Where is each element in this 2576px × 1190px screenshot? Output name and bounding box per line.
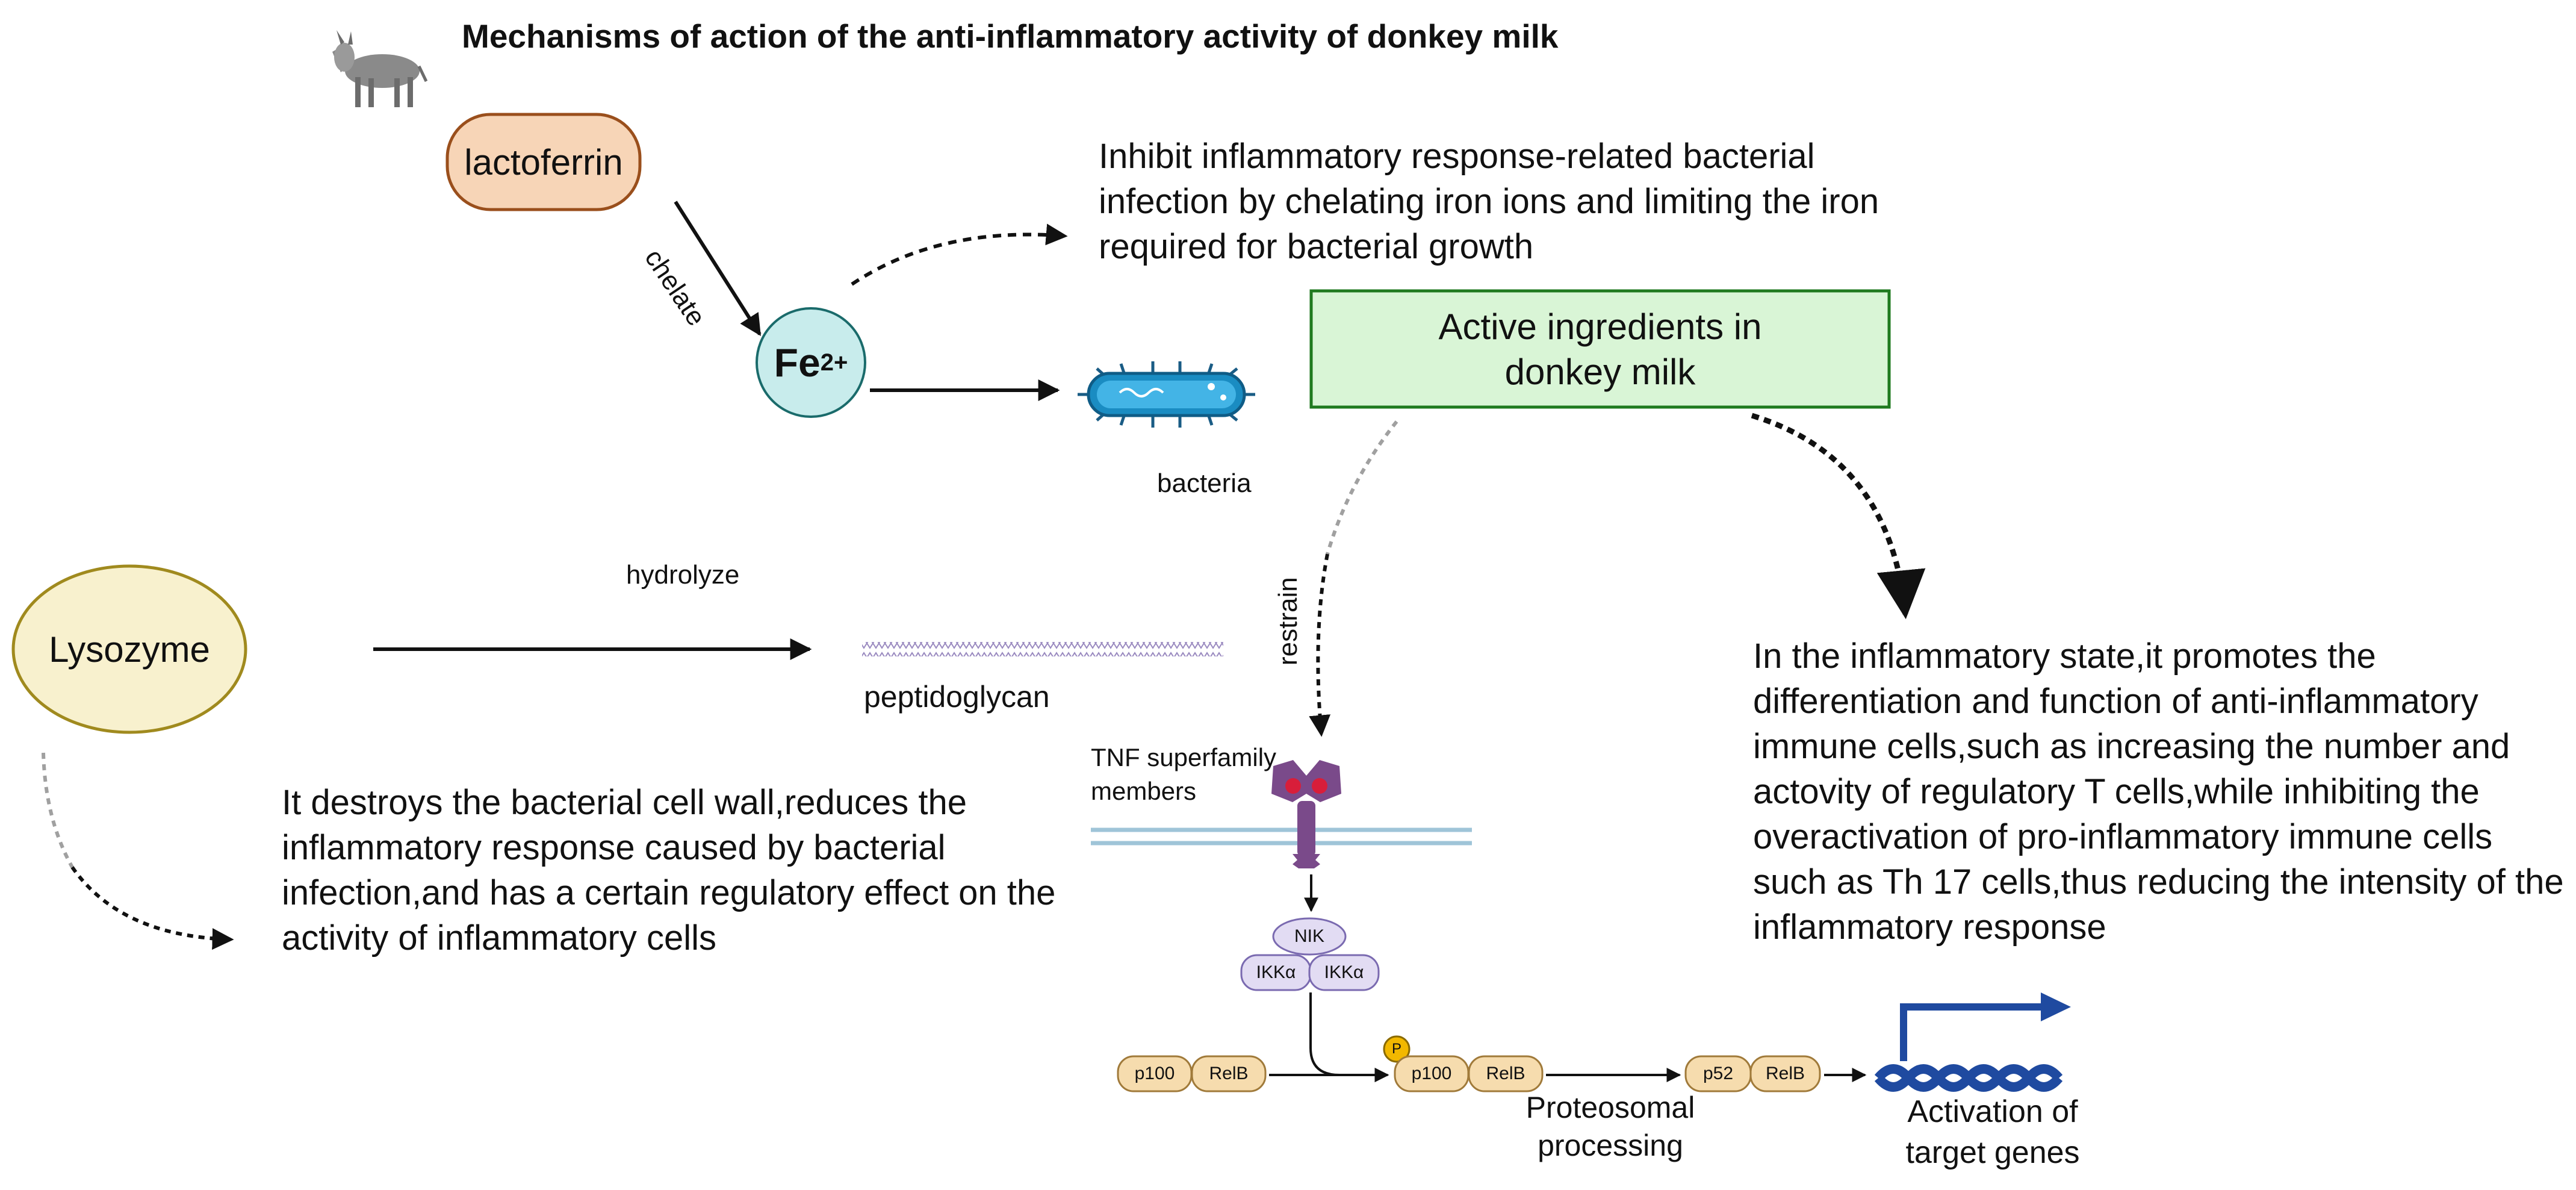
lysozyme-effect-text: It destroys the bacterial cell wall,redu… [282,783,1056,958]
tnf-label: TNF superfamily members [1091,743,1277,805]
ikka-label-2: IKKα [1324,962,1364,982]
p100-label-b: p100 [1411,1064,1452,1083]
relb-node-c [1749,1055,1821,1092]
peptidoglycan-label: peptidoglycan [864,680,1050,714]
nik-node [1272,917,1347,956]
relb-label-a: RelB [1209,1064,1249,1083]
active-ingredients-box [1309,289,1891,409]
phosphate-label: P [1391,1041,1401,1057]
receptor-icon [1271,760,1341,868]
lactoferrin-label: lactoferrin [464,142,623,182]
relb-node-a [1191,1055,1267,1092]
restrain-label: restrain [1273,577,1303,665]
fe-node [756,307,866,418]
lactoferrin-node [445,113,642,211]
hydrolyze-label: hydrolyze [626,560,740,590]
p52-label: p52 [1702,1064,1734,1083]
chelate-arrow [674,201,762,337]
lactoferrin-effect-text: Inhibit inflammatory response-related ba… [1099,137,1879,266]
lysozyme-node [11,564,247,734]
restrain-arrow-upper [1326,420,1398,555]
activation-label: Activation of target genes [1905,1094,2080,1170]
restrain-arrow-lower [1309,553,1331,737]
p100-label-a: p100 [1134,1064,1175,1083]
bacteria-label: bacteria [1157,469,1252,498]
bacteria-icon [1078,361,1255,428]
iron-effect-arrow [851,223,1068,286]
relb-label-b: RelB [1486,1064,1525,1083]
donkey-icon [332,30,428,107]
nik-label: NIK [1294,926,1324,946]
active-ingredients-label: Active ingredients in donkey milk [1438,306,1762,392]
fe-charge: 2+ [820,349,848,376]
cell-membrane [1091,827,1472,846]
peptidoglycan-strand [862,642,1223,656]
ikka-node-2 [1308,954,1380,991]
fe-symbol: Fe [774,340,821,385]
proteosomal-label: Proteosomal processing [1525,1091,1695,1162]
ikka-label-1: IKKα [1256,962,1296,982]
lysozyme-upper-dash [42,752,74,868]
phosphate-node [1383,1035,1411,1063]
diagram-title: Mechanisms of action of the anti-inflamm… [462,17,1559,55]
relb-label-c: RelB [1765,1064,1805,1083]
immune-effect-arrow [1751,413,1926,620]
dna-icon [1874,992,2071,1092]
lysozyme-effect-arrow [70,866,234,950]
relb-node-b [1468,1055,1544,1092]
lysozyme-label: Lysozyme [49,629,210,670]
ikk-to-p100-arrow [1309,992,1389,1082]
immune-effect-text: In the inflammatory state,it promotes th… [1753,637,2564,947]
